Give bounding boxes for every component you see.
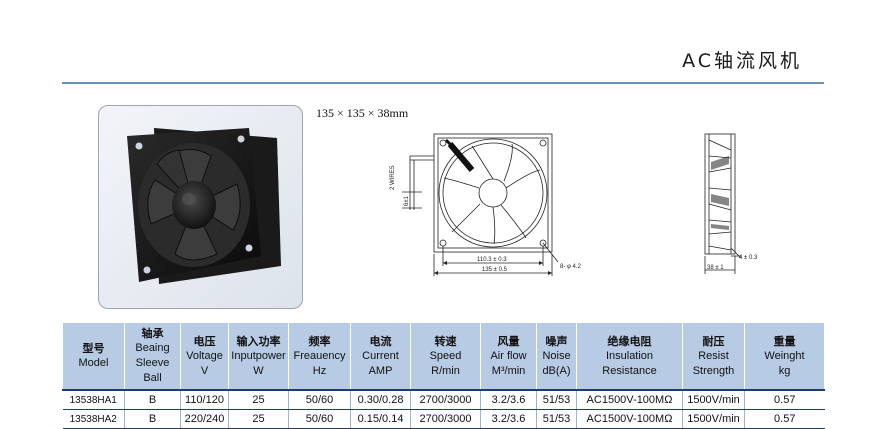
wire-length-label: 6±1: [404, 195, 410, 206]
column-header-zh: 噪声: [545, 334, 568, 348]
column-header-zh: 电流: [369, 334, 392, 348]
column-header-en: Insulation: [605, 349, 654, 362]
table-cell: 13538HA2: [62, 409, 125, 429]
column-header-en: Resistance: [602, 364, 657, 377]
column-header-en: Current: [362, 349, 399, 362]
column-header-en: Speed: [429, 349, 462, 362]
column-header-en: W: [253, 364, 264, 377]
depth-label: 38 ± 1: [707, 265, 724, 271]
width-label: 135 ± 0.5: [482, 267, 508, 273]
column-header-zh: 转速: [434, 334, 457, 348]
table-cell: 0.30/0.28: [350, 389, 411, 410]
column-header-en: V: [200, 364, 209, 377]
table-cell: 0.15/0.14: [350, 409, 411, 429]
table-cell: 0.57: [744, 389, 825, 410]
column-header-en: R/min: [431, 364, 460, 377]
column-header-en: dB(A): [542, 364, 571, 377]
front-view-svg: 2 WIRES 6±1 110.3 ± 0.3 135 ± 0.5 8- φ 4…: [390, 133, 582, 276]
table-cell: 50/60: [288, 409, 351, 429]
table-cell: 13538HA1: [62, 389, 125, 410]
column-header-en: Strength: [692, 364, 735, 377]
column-header-en: Weinght: [764, 349, 805, 362]
table-cell: B: [124, 389, 181, 410]
wires-label: 2 WIRES: [390, 165, 396, 190]
column-header-en: Beaing: [135, 342, 170, 354]
table-cell: 2700/3000: [410, 389, 481, 410]
column-header-zh: 绝缘电阻: [607, 334, 652, 348]
column-header-en: kg: [778, 364, 791, 377]
table-cell: AC1500V-100MΩ: [576, 409, 683, 429]
side-view-drawing: 4 ± 0.3 38 ± 1: [695, 128, 775, 283]
side-view-svg: 4 ± 0.3 38 ± 1: [704, 133, 758, 274]
header-rule: [62, 82, 824, 84]
column-header-zh: 轴承: [141, 327, 164, 340]
table-cell: 220/240: [180, 409, 229, 429]
fan-photo-illustration: [127, 128, 281, 284]
column-header-en: M³/min: [491, 364, 526, 377]
table-cell: 3.2/3.6: [480, 409, 537, 429]
column-header-en: Freauency: [293, 349, 346, 362]
column-header-en: Model: [78, 357, 109, 369]
page-title: AC轴流风机: [682, 50, 802, 72]
front-view-drawing: 2 WIRES 6±1 110.3 ± 0.3 135 ± 0.5 8- φ 4…: [380, 120, 590, 285]
table-cell: AC1500V-100MΩ: [576, 389, 683, 410]
table-cell: 1500V/min: [682, 389, 745, 410]
column-header: 型号 Model: [62, 322, 125, 391]
column-header-en: AMP: [368, 364, 393, 377]
column-header-zh: 电压: [193, 334, 216, 348]
column-header-zh: 重量: [773, 334, 796, 348]
table-cell: 0.57: [744, 409, 825, 429]
fan-photo: [98, 105, 303, 309]
column-header-en: Hz: [312, 364, 327, 377]
column-header-zh: 型号: [82, 342, 105, 355]
column-header-en: Sleeve Ball: [135, 357, 170, 384]
table-cell: 25: [228, 389, 289, 410]
table-cell: 51/53: [536, 389, 577, 410]
table-cell: 50/60: [288, 389, 351, 410]
table-cell: B: [124, 409, 181, 429]
column-header-en: Resist: [698, 349, 729, 362]
dimensions-label: 135 × 135 × 38mm: [316, 106, 409, 120]
holes-label: 8- φ 4.2: [560, 264, 582, 270]
column-header-en: Inputpower: [231, 349, 286, 362]
table-cell: 110/120: [180, 389, 229, 410]
column-header-en: Air flow: [490, 349, 527, 362]
table-cell: 51/53: [536, 409, 577, 429]
table-cell: 1500V/min: [682, 409, 745, 429]
column-header-zh: 风量: [497, 334, 520, 348]
table-cell: 3.2/3.6: [480, 389, 537, 410]
column-header-en: Noise: [542, 349, 571, 362]
column-header-zh: 频率: [308, 334, 331, 348]
flange-label: 4 ± 0.3: [739, 255, 758, 261]
table-cell: 25: [228, 409, 289, 429]
column-header-en: Voltage: [186, 349, 223, 362]
column-header-zh: 输入功率: [236, 334, 281, 348]
column-header-zh: 耐压: [702, 334, 725, 348]
table-cell: 2700/3000: [410, 409, 481, 429]
hole-spacing-label: 110.3 ± 0.3: [477, 257, 507, 263]
